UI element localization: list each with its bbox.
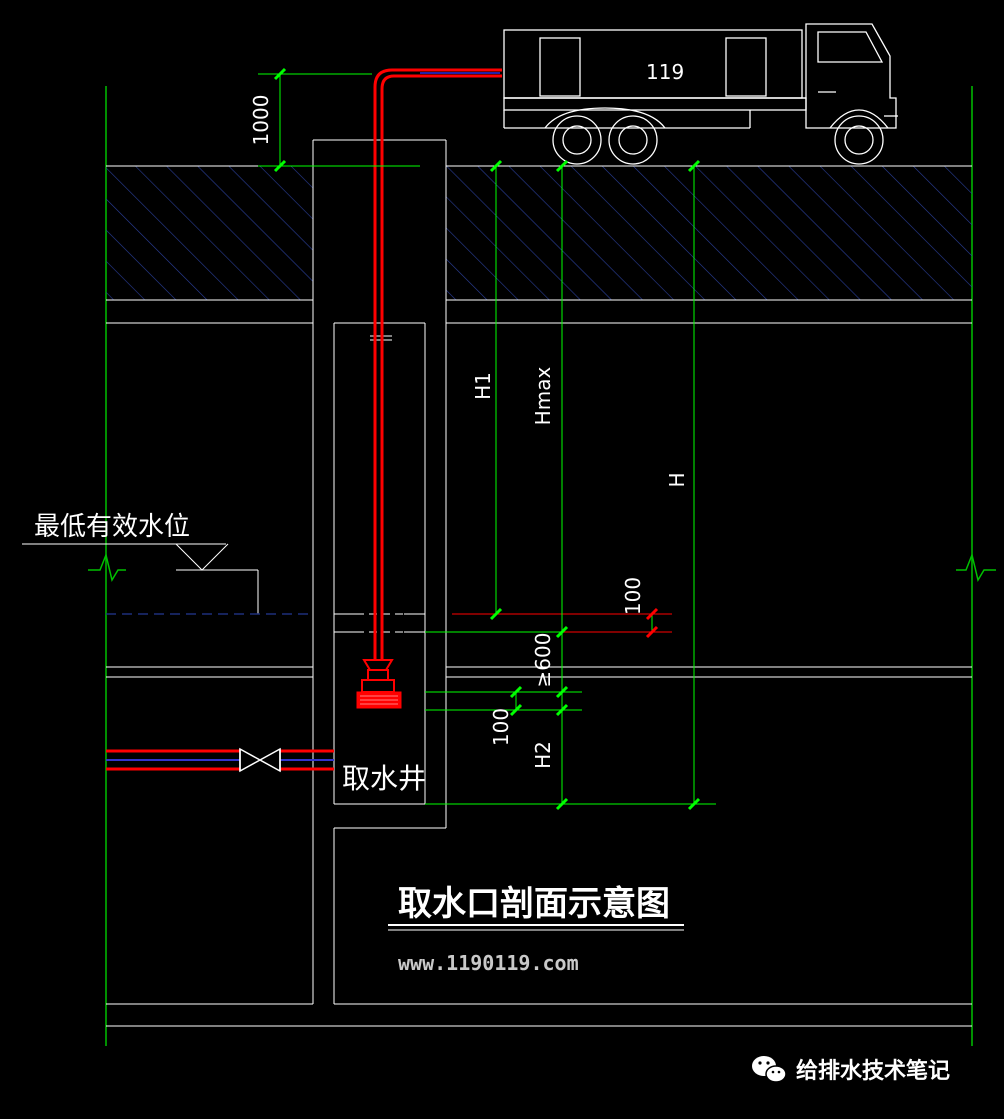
website-url: www.1190119.com bbox=[398, 951, 579, 975]
dimension-lines bbox=[258, 73, 716, 805]
structure bbox=[106, 139, 972, 1027]
watermark-text: 给排水技术笔记 bbox=[796, 1058, 950, 1084]
dim-h: H bbox=[665, 472, 689, 487]
dimension-ticks bbox=[273, 67, 701, 811]
red-dimension-ticks bbox=[645, 607, 659, 639]
inlet-pipe bbox=[106, 749, 334, 771]
dim-h1: H1 bbox=[471, 372, 495, 400]
gate-valve-icon bbox=[239, 747, 281, 773]
dim-ge600: ≥600 bbox=[531, 633, 555, 688]
dim-h2: H2 bbox=[531, 741, 555, 769]
red-reference-lines bbox=[356, 613, 672, 633]
dim-100-bottom: 100 bbox=[489, 708, 513, 746]
wechat-icon bbox=[752, 1056, 787, 1083]
diagram-title-group: 取水口剖面示意图 bbox=[388, 884, 684, 931]
strainer-pump bbox=[356, 659, 402, 709]
dim-100-top: 100 bbox=[621, 577, 645, 615]
dim-hmax: Hmax bbox=[531, 367, 555, 426]
water-level-marker: 最低有效水位 bbox=[22, 512, 313, 615]
fire-truck-icon bbox=[503, 23, 898, 165]
suction-pipe bbox=[373, 68, 502, 660]
ground-soil bbox=[106, 165, 972, 301]
lowest-water-level-label: 最低有效水位 bbox=[34, 512, 190, 542]
intake-well-label: 取水井 bbox=[342, 762, 426, 795]
truck-number: 119 bbox=[646, 60, 684, 84]
dim-1000: 1000 bbox=[249, 95, 273, 146]
diagram-title: 取水口剖面示意图 bbox=[398, 884, 670, 924]
